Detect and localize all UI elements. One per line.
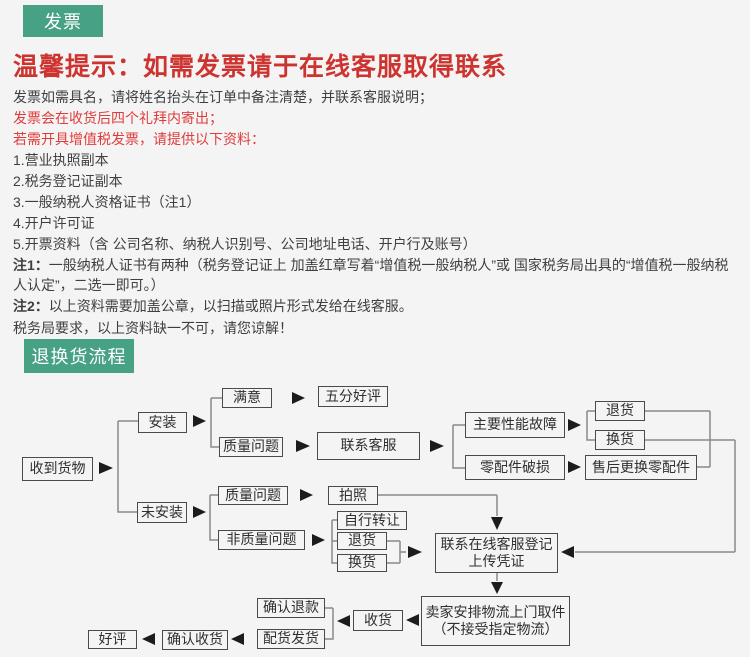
invoice-line: 5.开票资料（含 公司名称、纳税人识别号、公司地址电话、开户行及账号）	[13, 236, 477, 252]
flow-connector-lines	[99, 392, 736, 645]
invoice-line: 若需开具增值税发票，请提供以下资料：	[13, 131, 265, 147]
flow-node-confirm-receipt: 确认收货	[162, 630, 228, 650]
flow-node-positive-review: 好评	[88, 630, 137, 649]
flow-node-exchange-installed: 换货	[595, 430, 645, 450]
flow-node-not-installed: 未安装	[137, 502, 187, 523]
flow-node-contact-support: 联系客服	[317, 432, 420, 460]
invoice-instructions: 发票如需具名，请将姓名抬头在订单中备注清楚，并联系客服说明； 发票会在收货后四个…	[13, 87, 739, 339]
flow-node-non-quality-issue: 非质量问题	[218, 530, 305, 550]
invoice-section-badge: 发票	[23, 5, 103, 37]
flow-node-exchange-uninstalled: 换货	[337, 554, 387, 572]
invoice-line: 1.营业执照副本	[13, 152, 109, 168]
flow-node-line: 联系在线客服登记	[440, 535, 553, 552]
invoice-footer-line: 税务局要求，以上资料缺一不可，请您谅解！	[13, 320, 293, 336]
flow-node-return-uninstalled: 退货	[337, 532, 387, 550]
flow-node-seller-arranges-pickup: 卖家安排物流上门取件 （不接受指定物流）	[421, 596, 570, 646]
invoice-line: 发票如需具名，请将姓名抬头在订单中备注清楚，并联系客服说明；	[13, 89, 433, 105]
flow-node-quality-issue-installed: 质量问题	[219, 437, 283, 457]
flow-node-dispatch-ship: 配货发货	[257, 629, 325, 649]
flow-node-register-upload-proof: 联系在线客服登记 上传凭证	[435, 533, 558, 573]
flow-node-confirm-refund: 确认退款	[257, 598, 325, 618]
flow-node-line: 上传凭证	[468, 553, 525, 569]
flow-node-installed: 安装	[138, 412, 187, 433]
flow-node-receive-goods: 收货	[353, 610, 403, 631]
invoice-note-2: 注2：以上资料需要加盖公章，以扫描或照片形式发给在线客服。	[13, 296, 739, 316]
return-exchange-flowchart: 收到货物 安装 满意 五分好评 质量问题 联系客服 主要性能故障 退货 换货 零…	[0, 385, 750, 657]
flow-node-take-photo: 拍照	[328, 486, 378, 505]
flow-node-satisfied: 满意	[222, 388, 272, 408]
invoice-line: 4.开户许可证	[13, 215, 95, 231]
invoice-note-1: 注1：一般纳税人证书有两种（税务登记证上 加盖红章写着“增值税一般纳税人”或 国…	[13, 255, 739, 295]
flow-node-aftersales-replace-parts: 售后更换零配件	[585, 455, 697, 480]
flow-node-line: （不接受指定物流）	[432, 621, 559, 637]
invoice-warm-tip-heading: 温馨提示：如需发票请于在线客服取得联系	[13, 54, 508, 81]
flow-node-received-goods: 收到货物	[22, 457, 93, 481]
flow-node-major-failure: 主要性能故障	[465, 412, 565, 438]
return-flow-section-badge: 退换货流程	[24, 339, 134, 373]
invoice-line: 发票会在收货后四个礼拜内寄出；	[13, 110, 223, 126]
flow-node-self-transfer: 自行转让	[337, 511, 407, 530]
flow-node-return-installed: 退货	[595, 401, 645, 421]
note-text: 以上资料需要加盖公章，以扫描或照片形式发给在线客服。	[48, 298, 413, 314]
flow-node-parts-damaged: 零配件破损	[465, 455, 565, 480]
flow-node-five-star-review: 五分好评	[318, 386, 388, 407]
note-prefix: 注2：	[13, 298, 49, 314]
invoice-line: 2.税务登记证副本	[13, 173, 123, 189]
invoice-line: 3.一般纳税人资格证书（注1）	[13, 194, 201, 210]
note-prefix: 注1：	[13, 257, 49, 273]
flow-node-line: 卖家安排物流上门取件	[425, 603, 566, 620]
flow-node-quality-issue-uninstalled: 质量问题	[218, 486, 288, 505]
note-text: 一般纳税人证书有两种（税务登记证上 加盖红章写着“增值税一般纳税人”或 国家税务…	[13, 257, 729, 293]
